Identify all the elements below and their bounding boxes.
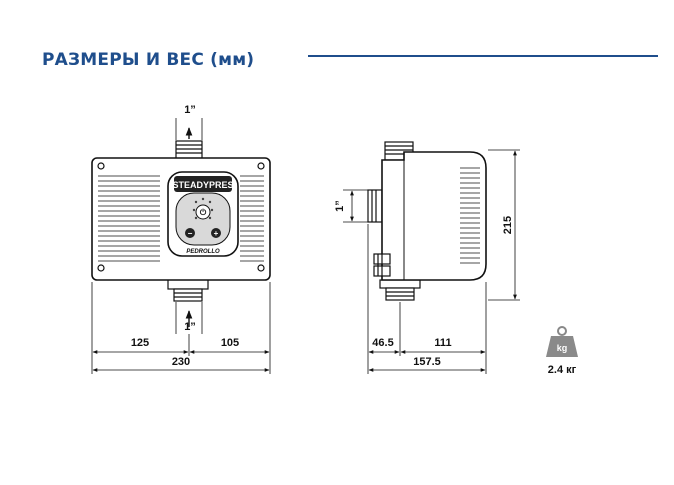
front-screws — [97, 162, 265, 272]
side-ribs — [460, 167, 480, 264]
front-right-dim-label: 105 — [221, 337, 239, 349]
front-bottom-connection-label: 1” — [184, 321, 196, 333]
title-rule — [308, 55, 658, 57]
panel-logo-text: PEDROLLO — [186, 249, 220, 255]
front-view — [91, 140, 271, 302]
front-connection-ticks — [175, 118, 203, 334]
side-view — [367, 141, 487, 301]
weight-icon-label: kg — [557, 343, 568, 353]
side-height-label: 215 — [502, 216, 514, 234]
panel-brand-band — [174, 176, 232, 192]
panel-brand-text: STEADYPRES — [172, 180, 233, 190]
front-dimension-lines — [91, 282, 271, 374]
side-connection-dimension — [343, 189, 368, 223]
plus-button — [211, 228, 221, 238]
side-inlet-fitting — [367, 189, 383, 223]
front-width-dim-label: 230 — [172, 356, 190, 368]
side-depth-body-label: 111 — [434, 337, 451, 349]
side-bottom-pipe — [379, 279, 421, 301]
weight-icon — [546, 326, 578, 357]
front-top-pipe — [175, 140, 203, 160]
side-connection-label: 1” — [334, 200, 346, 212]
front-left-dim-label: 125 — [131, 337, 149, 349]
front-top-connection-label: 1” — [184, 104, 196, 116]
side-height-dimension — [488, 149, 520, 301]
minus-icon: − — [188, 229, 193, 238]
power-button — [195, 204, 211, 220]
weight-value: 2.4 кг — [547, 364, 577, 376]
front-right-ribs — [240, 175, 264, 262]
side-housing — [381, 151, 487, 281]
side-cable-glands — [373, 253, 391, 277]
plus-icon: + — [214, 229, 219, 238]
front-left-ribs — [98, 175, 160, 262]
side-depth-dimensions — [367, 224, 487, 374]
minus-button — [185, 228, 195, 238]
side-depth-front-label: 46.5 — [372, 337, 393, 349]
side-depth-total-label: 157.5 — [413, 356, 441, 368]
power-icon: ⏻ — [200, 208, 207, 217]
panel-indicator-dots — [192, 197, 214, 220]
page-title: РАЗМЕРЫ И ВЕС (мм) — [42, 50, 255, 70]
front-bottom-pipe — [167, 278, 209, 302]
